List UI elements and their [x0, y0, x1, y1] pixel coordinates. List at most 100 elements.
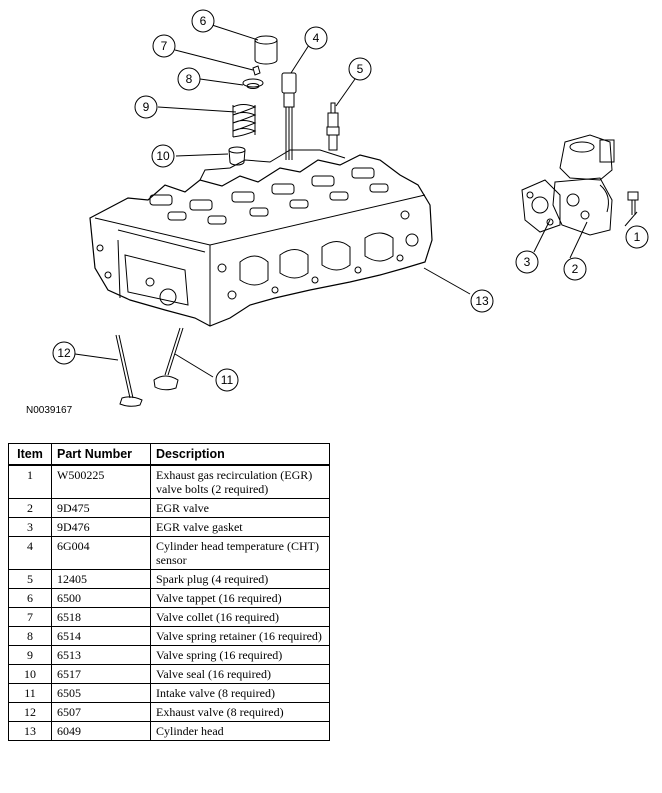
callout-circle [134, 95, 158, 119]
part-number-cell: 6517 [51, 664, 151, 684]
valve-spring-drawing [232, 104, 257, 138]
description-cell: Valve tappet (16 required) [150, 588, 330, 608]
description-cell: EGR valve gasket [150, 517, 330, 537]
callout-number: 9 [143, 100, 150, 114]
callout-number: 3 [524, 255, 531, 269]
callout-circle [563, 257, 587, 281]
egr-valve-drawing [552, 134, 615, 236]
part-number-cell: 9D475 [51, 498, 151, 518]
valve-collet-drawing [252, 65, 261, 76]
item-cell: 11 [8, 683, 52, 703]
part-number-cell: 6507 [51, 702, 151, 722]
description-cell: EGR valve [150, 498, 330, 518]
item-cell: 1 [8, 464, 52, 499]
leader-lines [74, 24, 638, 378]
item-cell: 5 [8, 569, 52, 589]
item-cell: 9 [8, 645, 52, 665]
intake-valve-drawing [153, 327, 184, 391]
callout-circle [470, 289, 494, 313]
part-number-cell: 6505 [51, 683, 151, 703]
exhaust-valve-drawing [115, 334, 143, 407]
callout-number: 4 [313, 31, 320, 45]
item-cell: 3 [8, 517, 52, 537]
part-number-cell: 6049 [51, 721, 151, 741]
callout-circle [191, 9, 215, 33]
description-cell: Valve collet (16 required) [150, 607, 330, 627]
description-cell: Exhaust valve (8 required) [150, 702, 330, 722]
header-description: Description [150, 443, 330, 466]
callout-circle [625, 225, 649, 249]
part-number-cell: W500225 [51, 464, 151, 499]
cylinder-head-drawing [89, 149, 433, 327]
callout-circle [215, 368, 239, 392]
description-cell: Valve spring (16 required) [150, 645, 330, 665]
callout-circle [177, 67, 201, 91]
callout-number: 2 [572, 262, 579, 276]
item-cell: 10 [8, 664, 52, 684]
callout-number: 10 [156, 149, 170, 163]
valve-seal-drawing [228, 146, 246, 166]
callout-circle [304, 26, 328, 50]
egr-gasket-drawing [521, 179, 561, 233]
callout-circle [52, 341, 76, 365]
callout-number: 6 [200, 14, 207, 28]
description-cell: Cylinder head [150, 721, 330, 741]
part-number-cell: 6518 [51, 607, 151, 627]
callout-number: 13 [475, 294, 489, 308]
description-cell: Spark plug (4 required) [150, 569, 330, 589]
valve-tappet-drawing [254, 35, 278, 65]
valve-spring-retainer-drawing [242, 78, 264, 89]
description-cell: Intake valve (8 required) [150, 683, 330, 703]
item-cell: 2 [8, 498, 52, 518]
header-part-number: Part Number [51, 443, 151, 466]
description-cell: Cylinder head temperature (CHT) sensor [150, 536, 330, 570]
description-cell: Valve seal (16 required) [150, 664, 330, 684]
cht-sensor-drawing [281, 72, 297, 160]
callout-circle [151, 144, 175, 168]
item-cell: 6 [8, 588, 52, 608]
description-cell: Valve spring retainer (16 required) [150, 626, 330, 646]
table-header-row: Item Part Number Description [8, 443, 330, 466]
item-cell: 8 [8, 626, 52, 646]
part-number-cell: 6G004 [51, 536, 151, 570]
callout-number: 12 [57, 346, 71, 360]
item-cell: 7 [8, 607, 52, 627]
callout-circle [152, 34, 176, 58]
part-number-cell: 6500 [51, 588, 151, 608]
callout-circle [515, 250, 539, 274]
header-item: Item [8, 443, 52, 466]
part-number-cell: 12405 [51, 569, 151, 589]
callout-number: 8 [186, 72, 193, 86]
item-cell: 4 [8, 536, 52, 570]
item-cell: 13 [8, 721, 52, 741]
part-number-cell: 6514 [51, 626, 151, 646]
egr-bolt-drawing [627, 191, 639, 215]
callout-circle [348, 57, 372, 81]
spark-plug-drawing [326, 102, 340, 151]
part-number-cell: 9D476 [51, 517, 151, 537]
callout-number: 11 [221, 373, 234, 387]
callout-number: 1 [634, 230, 641, 244]
callout-number: 5 [357, 62, 364, 76]
callout-number: 7 [161, 39, 168, 53]
figure-id: N0039167 [26, 405, 73, 416]
item-cell: 12 [8, 702, 52, 722]
description-cell: Exhaust gas recirculation (EGR) valve bo… [150, 464, 330, 499]
